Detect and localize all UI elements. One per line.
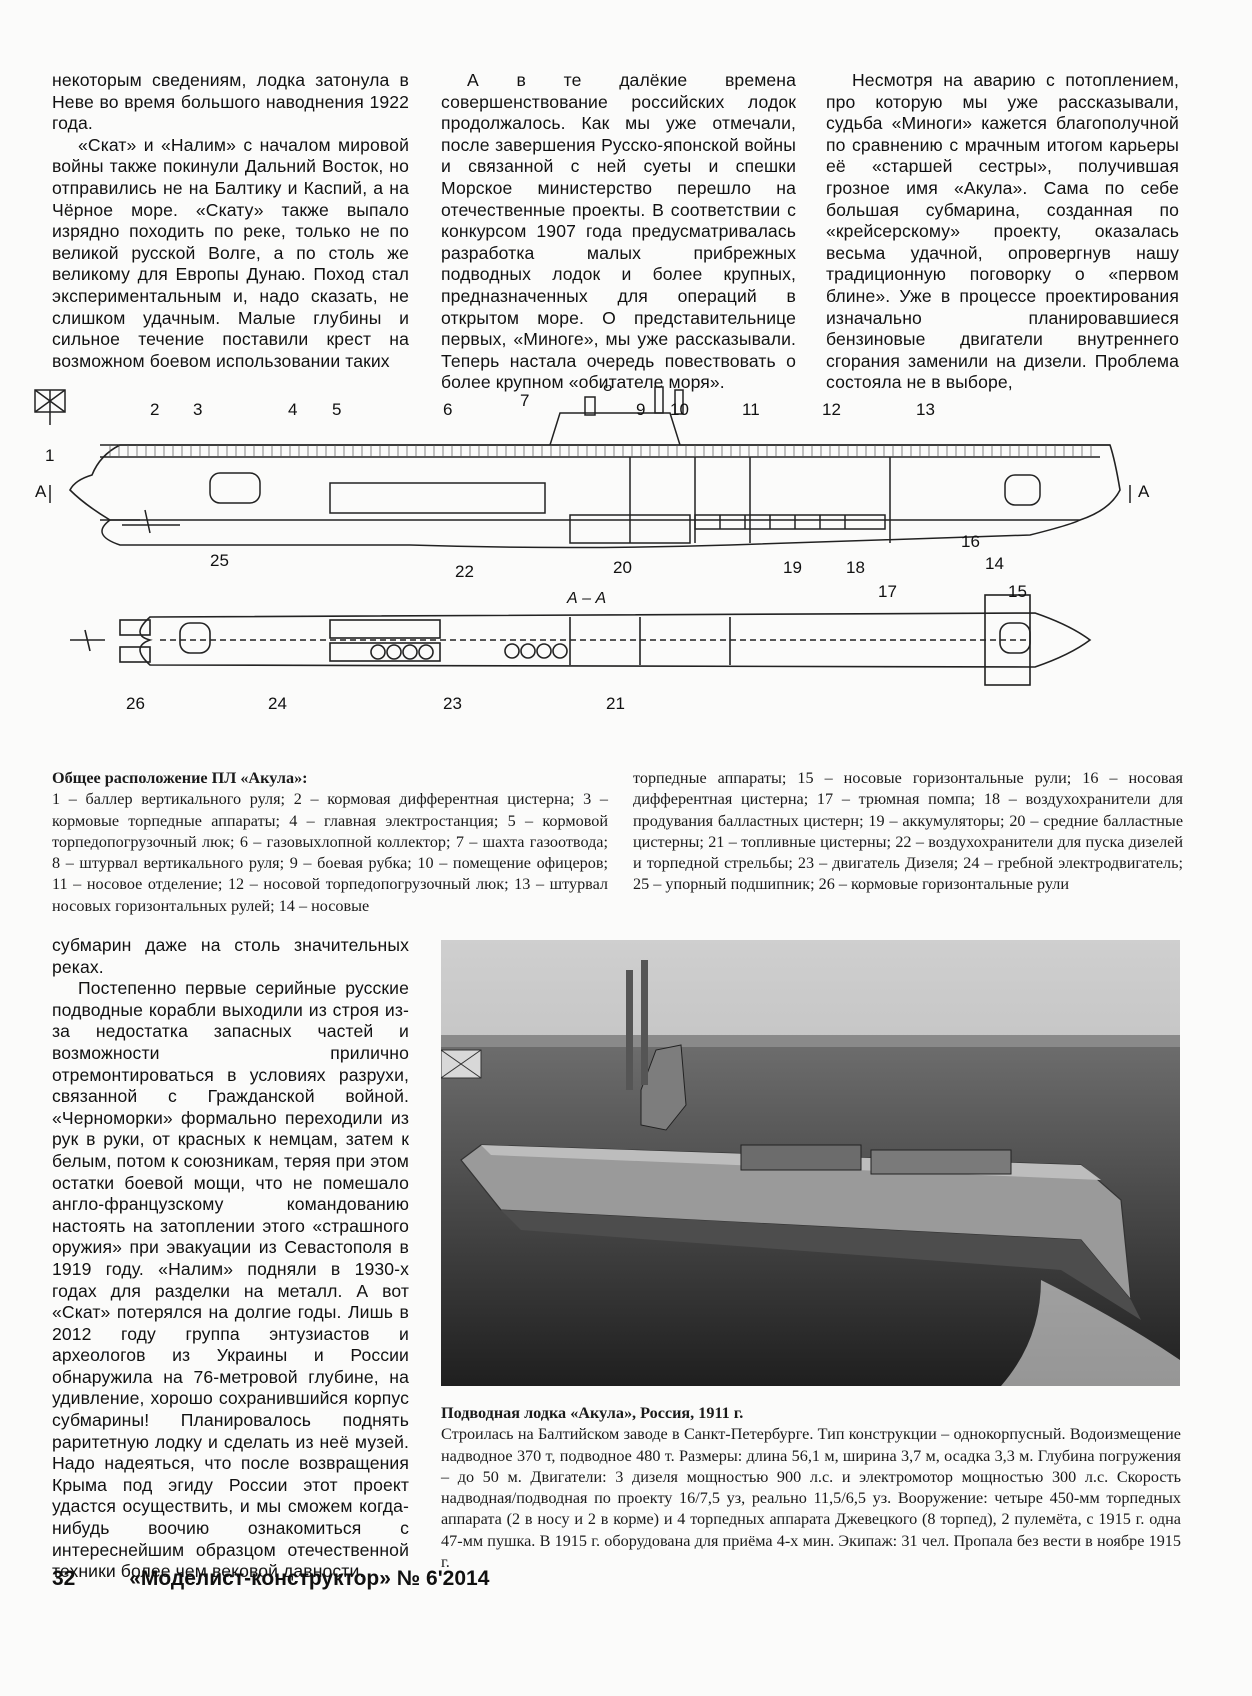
section-arrow-label-left: А [35, 482, 47, 501]
callout-number: 23 [443, 694, 462, 713]
callout-number: 18 [846, 558, 865, 577]
callout-number: 15 [1008, 582, 1027, 601]
paragraph: «Скат» и «Налим» с началом мировой войны… [52, 134, 409, 371]
callout-number: 25 [210, 551, 229, 570]
diagram-caption-text-continued: торпедные аппараты; 15 – носовые горизон… [633, 769, 1183, 894]
submarine-photo [441, 940, 1180, 1386]
section-arrow-label-right: А [1138, 482, 1150, 501]
page-footer: 32 «Моделист-конструктор» № 6'2014 [52, 1567, 489, 1591]
paragraph: Постепенно первые серийные русские подво… [52, 978, 409, 1582]
page-number: 32 [52, 1567, 76, 1590]
article-column-1: некоторым сведениям, лодка затонула в Не… [52, 70, 409, 372]
callout-number: 1 [45, 446, 54, 465]
photo-caption-title: Подводная лодка «Акула», Россия, 1911 г. [441, 1404, 744, 1422]
callout-number: 16 [961, 532, 980, 551]
diagram-caption-right: торпедные аппараты; 15 – носовые горизон… [633, 768, 1183, 896]
callout-number: 7 [520, 391, 529, 410]
callout-number: 24 [268, 694, 287, 713]
callout-number: 9 [636, 400, 645, 419]
callout-number: 21 [606, 694, 625, 713]
callout-number: 20 [613, 558, 632, 577]
paragraph: А в те далёкие времена совершенствование… [441, 70, 796, 393]
diagram-caption-left: Общее расположение ПЛ «Акула»: 1 – балле… [52, 768, 608, 917]
callout-number: 6 [443, 400, 452, 419]
paragraph: Несмотря на аварию с потоплением, про ко… [826, 70, 1179, 393]
diagram-caption-title: Общее расположение ПЛ «Акула»: [52, 769, 308, 787]
callout-number: 4 [288, 400, 297, 419]
callout-number: 10 [670, 400, 689, 419]
callout-number: 26 [126, 694, 145, 713]
callout-number: 13 [916, 400, 935, 419]
article-column-4: субмарин даже на столь значительных река… [52, 935, 409, 1583]
article-column-3: Несмотря на аварию с потоплением, про ко… [826, 70, 1179, 394]
callout-number: 22 [455, 562, 474, 581]
callout-number: 2 [150, 400, 159, 419]
callout-number: 14 [985, 554, 1004, 573]
callout-number: 3 [193, 400, 202, 419]
callout-number: 11 [742, 400, 760, 419]
section-label: А – А [566, 590, 606, 607]
callout-number: 17 [878, 582, 897, 601]
callout-number: 19 [783, 558, 802, 577]
callout-number: 8 [603, 385, 612, 395]
photo-caption-text: Строилась на Балтийском заводе в Санкт-П… [441, 1425, 1181, 1572]
callout-number: 12 [822, 400, 841, 419]
paragraph: некоторым сведениям, лодка затонула в Не… [52, 70, 409, 134]
magazine-title: «Моделист-конструктор» № 6'2014 [129, 1567, 490, 1590]
paragraph: субмарин даже на столь значительных река… [52, 935, 409, 977]
article-column-2: А в те далёкие времена совершенствование… [441, 70, 796, 394]
diagram-caption-text: 1 – баллер вертикального руля; 2 – кормо… [52, 790, 608, 915]
callout-number: 5 [332, 400, 341, 419]
photo-caption: Подводная лодка «Акула», Россия, 1911 г.… [441, 1403, 1181, 1573]
